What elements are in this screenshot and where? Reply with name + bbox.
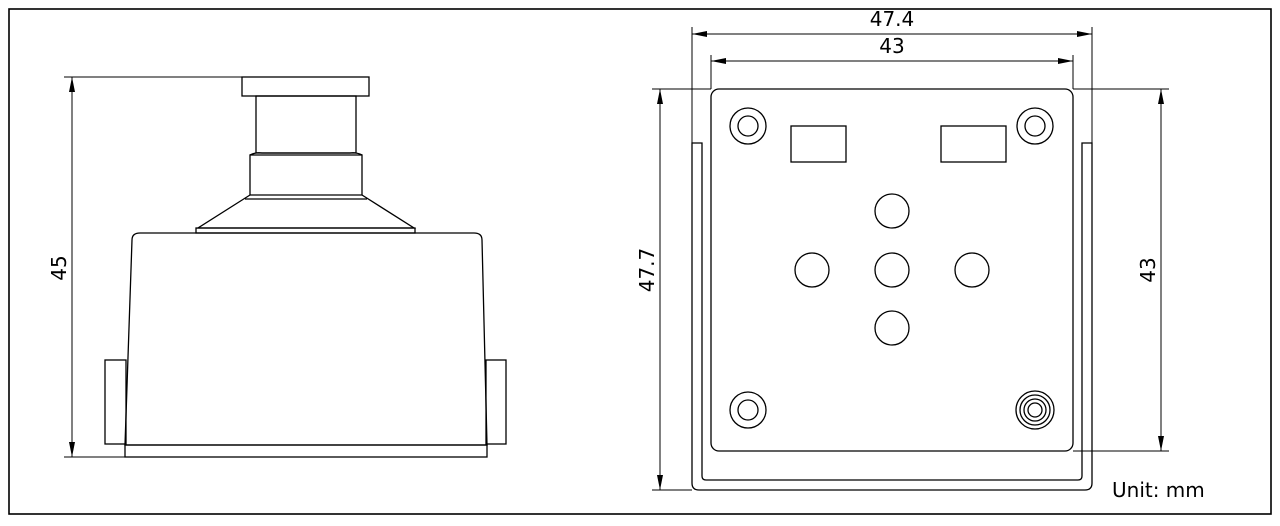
inner-width-label: 43: [879, 34, 904, 58]
housing-body: [124, 232, 488, 446]
outer-width-label: 47.4: [870, 7, 915, 31]
side-view: 45: [47, 76, 507, 458]
button-stem: [255, 95, 357, 154]
unit-note: Unit: mm: [1112, 478, 1205, 502]
button-collar: [249, 154, 363, 196]
pin-bottom: [874, 310, 910, 346]
pin-left: [794, 252, 830, 288]
mounting-hole-bottom-left: [729, 391, 767, 429]
slot-right: [940, 125, 1007, 163]
outer-height-label: 47.7: [635, 248, 659, 293]
pin-center: [874, 252, 910, 288]
base-plate: [710, 88, 1074, 452]
inner-height-label: 43: [1136, 257, 1160, 282]
housing-base: [124, 444, 488, 458]
pin-right: [954, 252, 990, 288]
mounting-hole-top-left: [729, 107, 767, 145]
slot-left: [790, 125, 847, 163]
height-dimension-label: 45: [47, 255, 71, 280]
button-flange: [195, 194, 417, 229]
right-tab: [485, 359, 507, 445]
mounting-bracket: [691, 142, 1093, 491]
drawing-frame: [8, 8, 1272, 515]
button-cap: [241, 76, 370, 97]
left-tab: [104, 359, 127, 445]
mounting-hole-bottom-right: [1015, 390, 1055, 430]
front-view: 47.4 43 47.7 43: [635, 7, 1169, 491]
mounting-hole-top-right: [1016, 107, 1054, 145]
pin-top: [874, 193, 910, 229]
